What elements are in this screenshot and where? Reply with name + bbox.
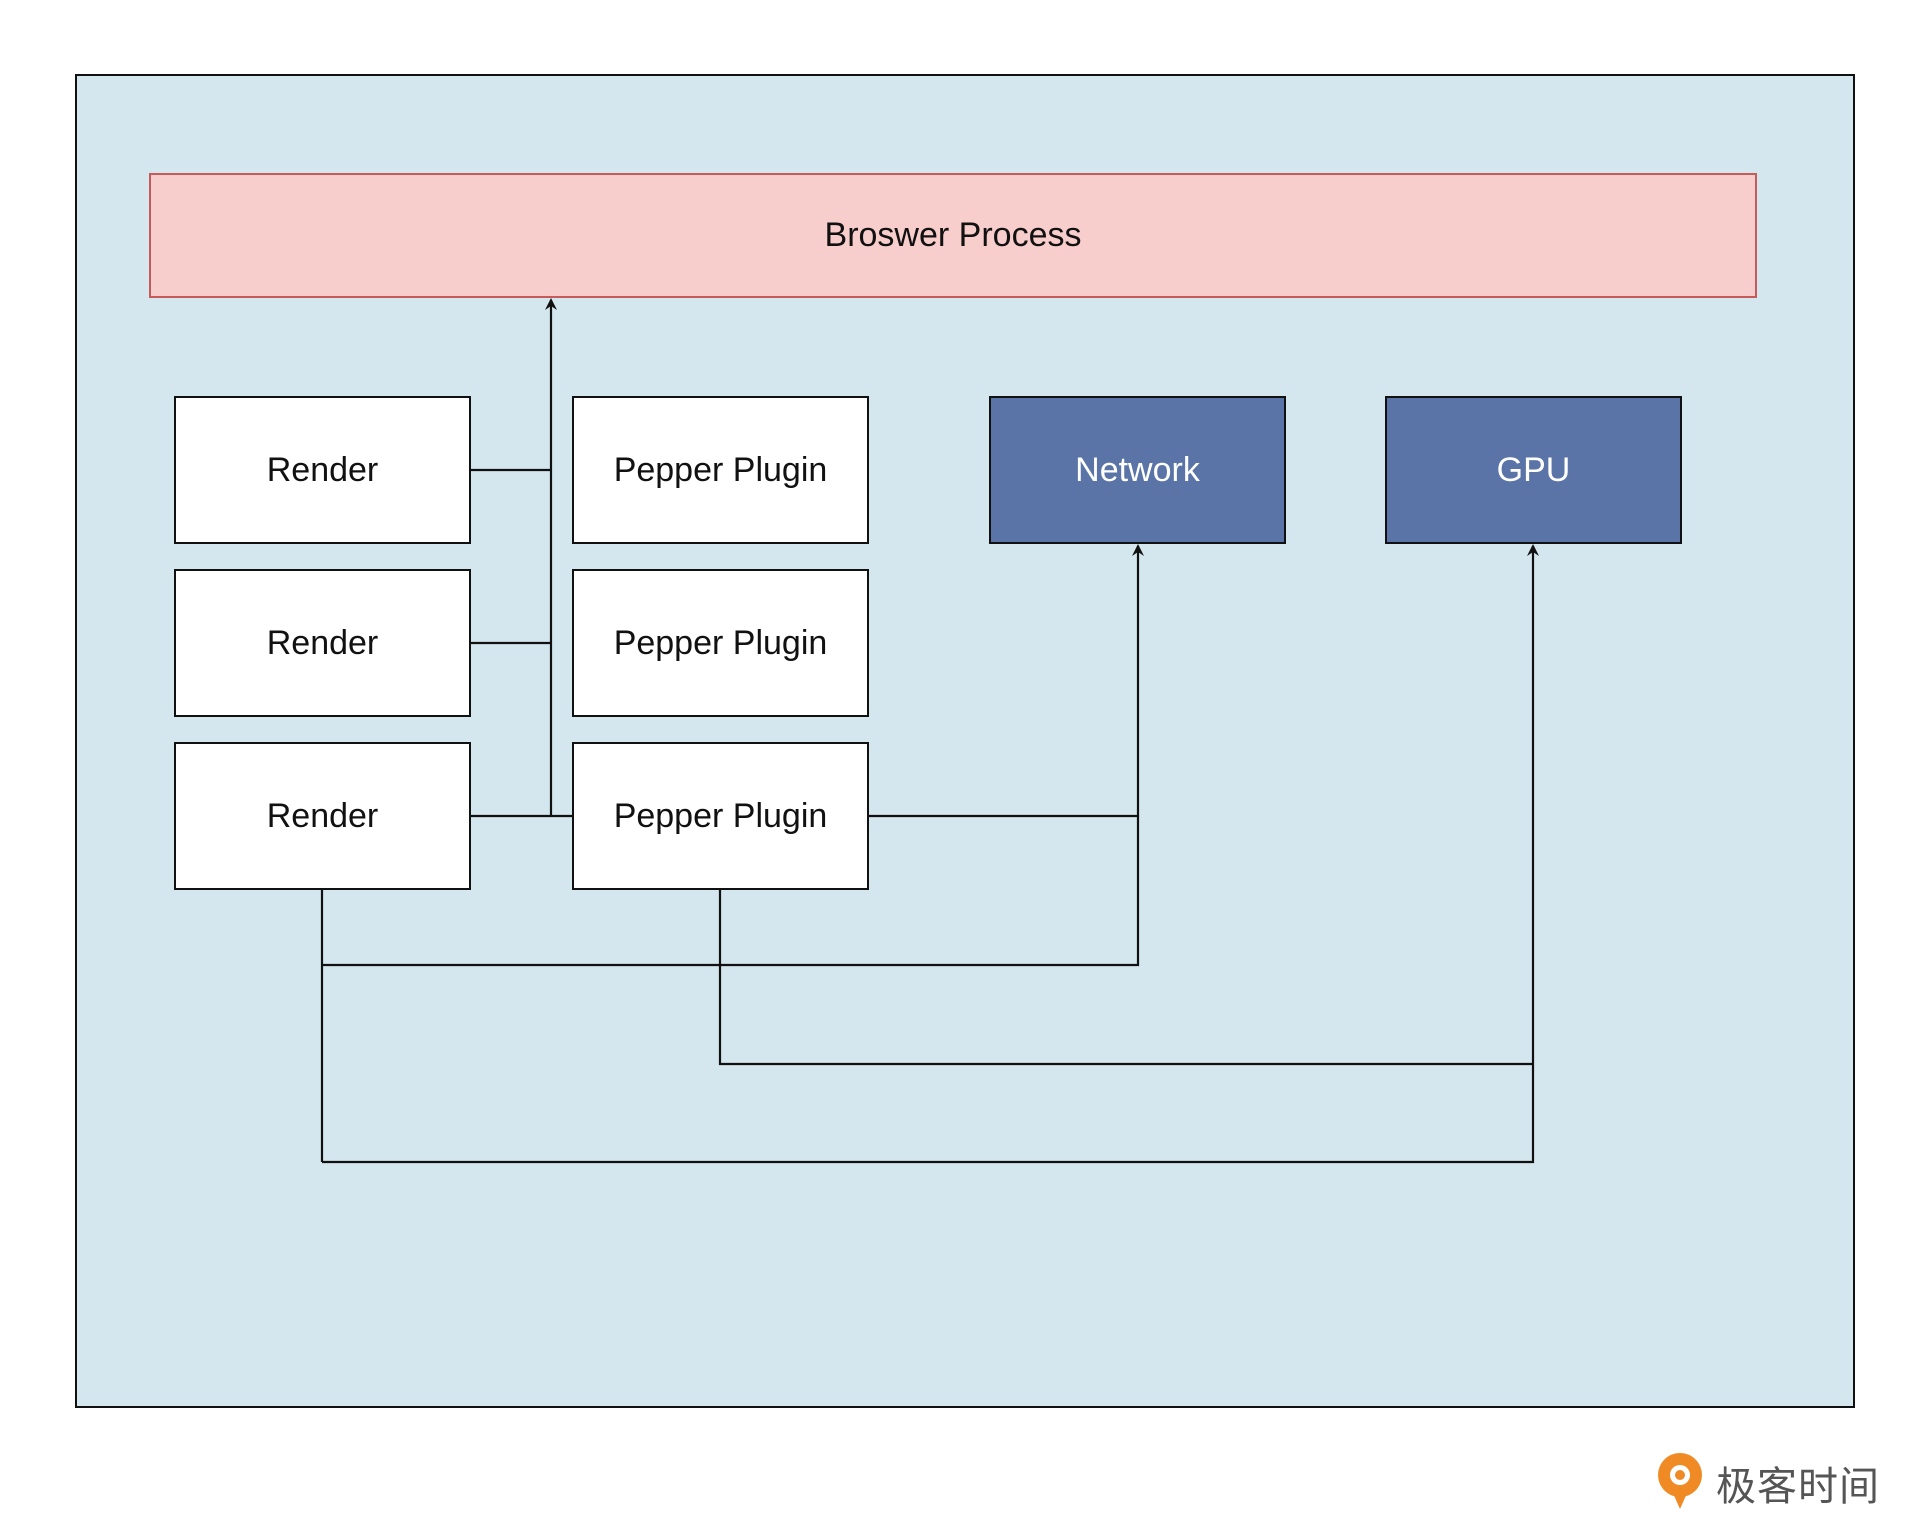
pepper-plugin-box-2: Pepper Plugin (572, 569, 869, 717)
geektime-logo-icon (1654, 1451, 1706, 1516)
render-box-2: Render (174, 569, 471, 717)
geektime-logo-text: 极客时间 (1716, 1464, 1880, 1510)
gpu-service-box: GPU (1385, 396, 1682, 544)
network-service-box: Network (989, 396, 1286, 544)
browser-process-box: Broswer Process (149, 173, 1757, 298)
edge-render3-gpu (322, 544, 1539, 1164)
geektime-logo: 极客时间 (1654, 1451, 1880, 1516)
pepper-plugin-box-3: Pepper Plugin (572, 742, 869, 890)
edge-plugin3-gpu (718, 890, 1533, 1066)
edge-render3-network (322, 544, 1144, 967)
render-box-3: Render (174, 742, 471, 890)
render-box-1: Render (174, 396, 471, 544)
pepper-plugin-box-1: Pepper Plugin (572, 396, 869, 544)
